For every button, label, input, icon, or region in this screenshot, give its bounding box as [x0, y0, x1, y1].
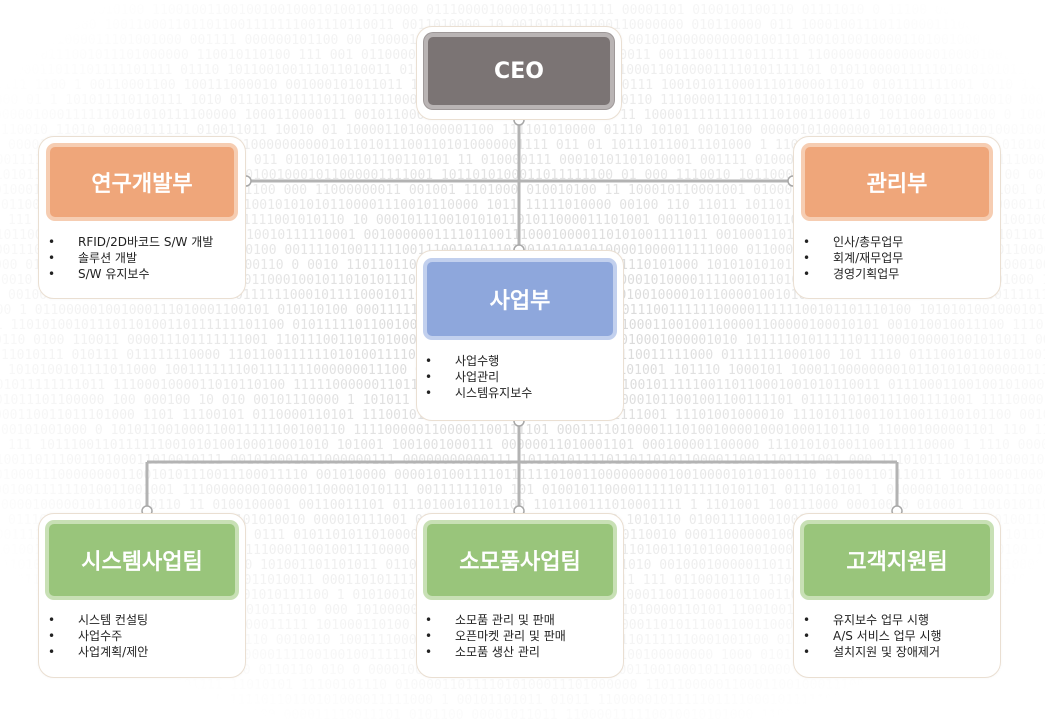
binary-texture-row: 00101001000 0 10101100100011001111110010… — [1, 423, 1045, 438]
binary-texture-row: 010000011001100010100 110010011001001001… — [0, 3, 1045, 18]
duty-item: RFID/2D바코드 S/W 개발 — [48, 234, 213, 250]
binary-texture-row: 00100111111010011001001 1110000000100000… — [0, 483, 1045, 498]
binary-texture-row: 011011001 1000111010111001 011101 100101… — [0, 228, 1045, 243]
duty-item: 사업계획/제안 — [48, 644, 148, 660]
team-system-box: 시스템사업팀 — [45, 520, 239, 600]
team-supplies-label: 소모품사업팀 — [459, 550, 581, 575]
binary-texture-row: 1010001110000000011001010111001110001111… — [0, 468, 1045, 483]
binary-texture-row: 111 01100 100110101110001000001111001010… — [8, 213, 1045, 228]
admin-duties: 인사/총무업무 회계/재무업무 경영기획업무 — [803, 234, 903, 282]
duty-item: S/W 유지보수 — [48, 266, 213, 282]
admin-label: 관리부 — [866, 172, 928, 197]
binary-texture-row: 00110000001001 0110 10100101111 11010101… — [0, 678, 1045, 693]
business-duties: 사업수행 사업관리 시스템유지보수 — [425, 353, 532, 401]
duty-item: 시스템유지보수 — [425, 385, 532, 401]
duty-item: 유지보수 업무 시행 — [803, 612, 942, 628]
business-label: 사업부 — [489, 289, 551, 314]
binary-texture-row: 0100010101011011111110111 0101 01100 000… — [0, 183, 1045, 198]
duty-item: 시스템 컨설팅 — [48, 612, 148, 628]
team-system-label: 시스템사업팀 — [81, 550, 203, 575]
ceo-label: CEO — [494, 58, 544, 84]
duty-item: 오픈마켓 관리 및 판매 — [425, 628, 566, 644]
duty-item: 경영기획업무 — [803, 266, 903, 282]
binary-texture-row: 0000111011000000100000101101101000000000… — [8, 138, 1045, 153]
duty-item: 사업수주 — [48, 628, 148, 644]
duty-item: 사업수행 — [425, 353, 532, 369]
admin-box: 관리부 — [801, 143, 993, 221]
binary-texture-row: 11011001100 11010 0 1101100110111100 000… — [0, 708, 1045, 720]
business-box: 사업부 — [423, 258, 617, 340]
team-support-label: 고객지원팀 — [846, 550, 948, 575]
duty-item: 솔루션 개발 — [48, 250, 213, 266]
binary-texture-row: 000010000010110010 0110 11 0100100001 00… — [1, 498, 1045, 513]
duty-item: 회계/재무업무 — [803, 250, 903, 266]
team-system-duties: 시스템 컨설팅 사업수주 사업계획/제안 — [48, 612, 148, 660]
binary-texture-row: 11000111101 010111110110110101 111101101… — [0, 693, 1045, 708]
ceo-box: CEO — [424, 33, 614, 109]
team-support-duties: 유지보수 업무 시행 A/S 서비스 업무 시행 설치지원 및 장애제거 — [803, 612, 942, 660]
team-supplies-box: 소모품사업팀 — [423, 520, 617, 600]
duty-item: 인사/총무업무 — [803, 234, 903, 250]
team-supplies-duties: 소모품 관리 및 판매 오픈마켓 관리 및 판매 소모품 생산 관리 — [425, 612, 566, 660]
binary-texture-row: 0101011 1111010101000 1011101110 0100100… — [0, 168, 1045, 183]
rnd-box: 연구개발부 — [46, 143, 238, 221]
rnd-label: 연구개발부 — [91, 172, 193, 197]
rnd-duties: RFID/2D바코드 S/W 개발 솔루션 개발 S/W 유지보수 — [48, 234, 213, 282]
binary-texture-row: 110010 11010 00000111111 010011011 10010… — [1, 123, 1045, 138]
binary-texture-row: 00001111100111101110110 0010111001 011 0… — [0, 153, 1045, 168]
binary-texture-row: 111 101110011011111100101010010001000101… — [8, 438, 1045, 453]
duty-item: 소모품 관리 및 판매 — [425, 612, 566, 628]
duty-item: 설치지원 및 장애제거 — [803, 644, 942, 660]
binary-texture-row: 011000100101001101 011001111111100101010… — [1, 198, 1045, 213]
team-support-box: 고객지원팀 — [800, 520, 994, 600]
binary-texture-row: 01011100010000 1001100011011011001111111… — [0, 18, 1045, 33]
duty-item: 소모품 생산 관리 — [425, 644, 566, 660]
duty-item: 사업관리 — [425, 369, 532, 385]
duty-item: A/S 서비스 업무 시행 — [803, 628, 942, 644]
